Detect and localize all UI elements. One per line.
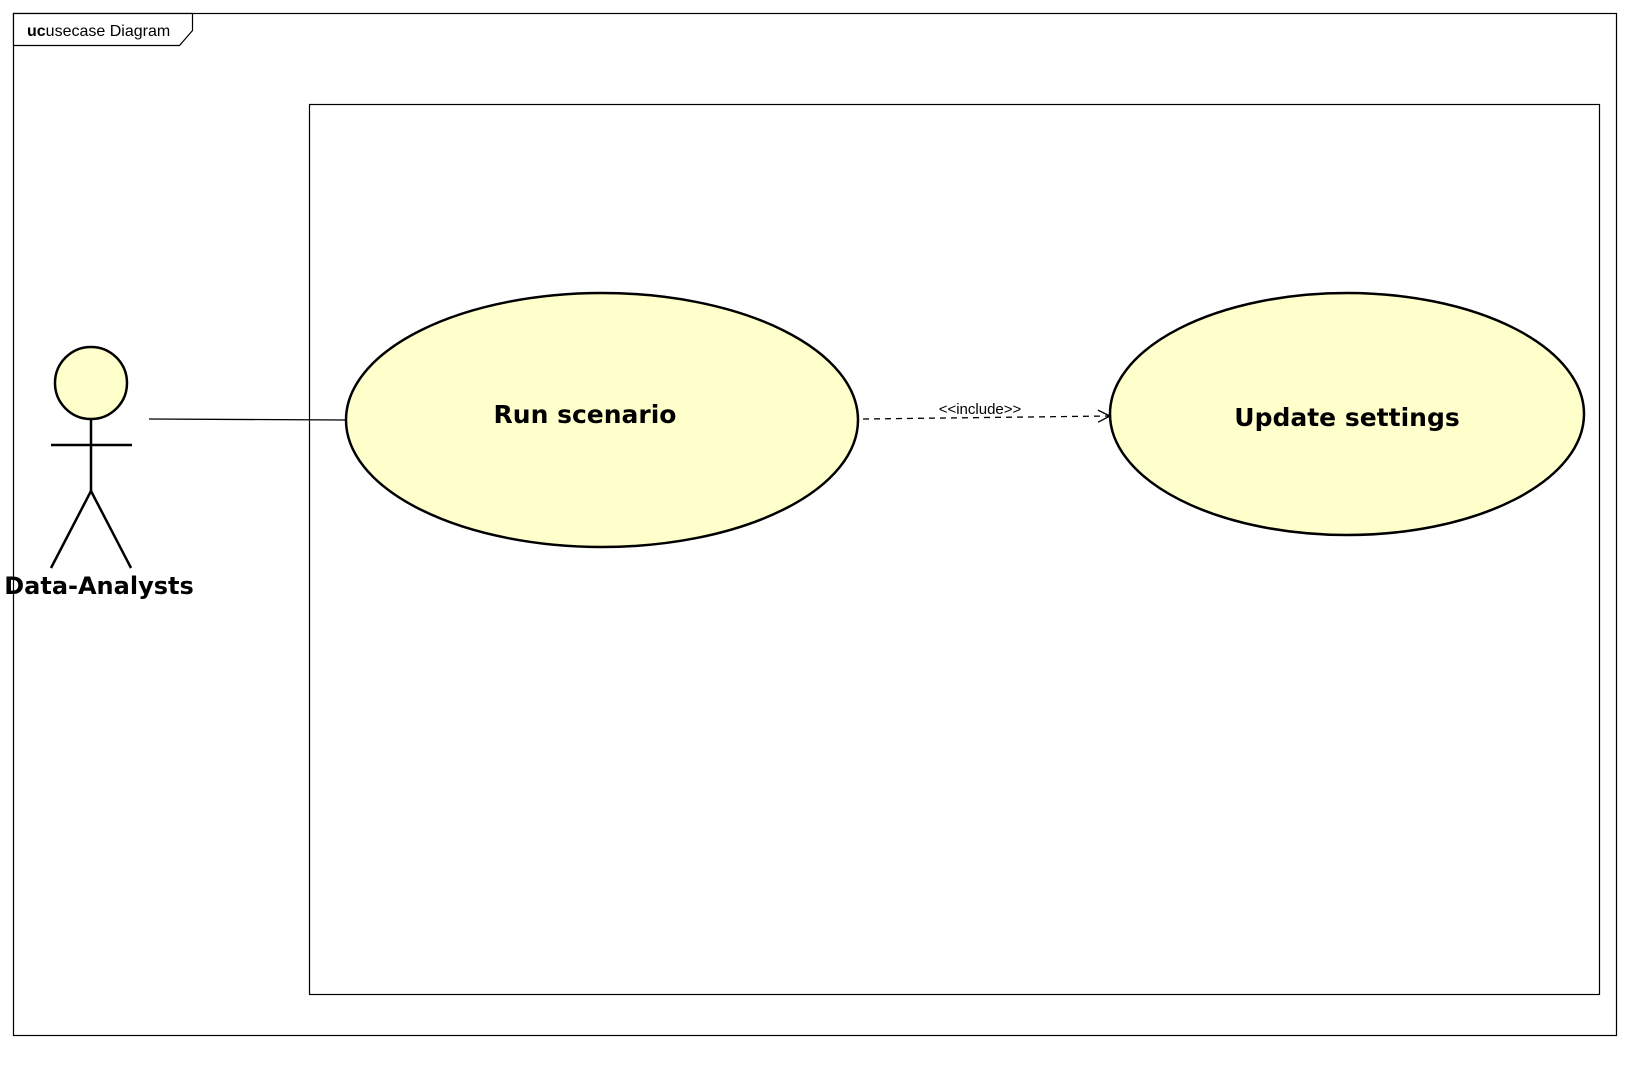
- frame-name-tab: [12, 12, 194, 47]
- include-stereotype-label: <<include>>: [939, 401, 1022, 418]
- include-dependency-line: [862, 416, 1110, 419]
- usecase-run-scenario-label: Run scenario: [494, 400, 677, 429]
- frame-keyword: uc: [27, 23, 46, 40]
- usecase-update-settings-label: Update settings: [1234, 403, 1459, 432]
- frame-title: ucusecase Diagram: [27, 23, 170, 40]
- actor-label: Data-Analysts: [4, 572, 194, 600]
- actor-right-leg: [89, 490, 133, 569]
- usecase-update-settings[interactable]: Update settings: [1108, 291, 1586, 537]
- actor-left-leg: [49, 490, 93, 569]
- actor-data-analysts[interactable]: Data-Analysts: [4, 345, 194, 600]
- usecase-update-settings-ellipse: [1108, 291, 1586, 537]
- usecase-run-scenario-ellipse: [344, 291, 860, 549]
- frame-name: usecase Diagram: [46, 23, 171, 40]
- usecase-run-scenario[interactable]: Run scenario: [344, 291, 860, 549]
- system-boundary: [308, 103, 1601, 996]
- association-line: [148, 418, 347, 421]
- actor-head: [53, 345, 129, 421]
